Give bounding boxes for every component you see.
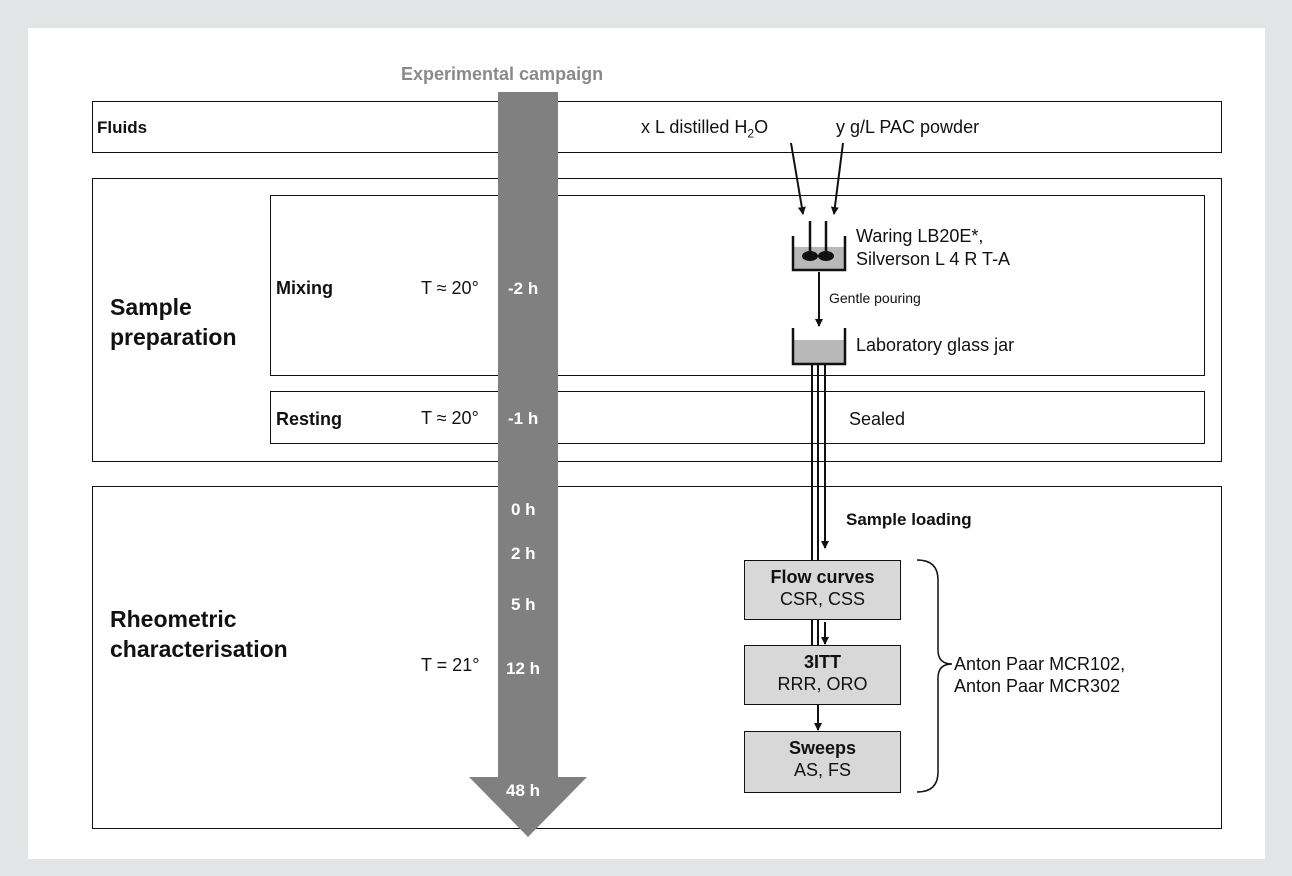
mixer-name: Waring LB20E*, Silverson L 4 R T-A — [856, 225, 1010, 271]
fluids-panel — [92, 101, 1222, 153]
mixer-vessel — [791, 221, 847, 272]
water-label: x L distilled H2O — [641, 117, 768, 141]
instrument-brace — [916, 559, 953, 793]
campaign-title: Experimental campaign — [401, 64, 604, 84]
water-label-subscript: 2 — [747, 126, 755, 141]
time-12h: 12 h — [506, 659, 541, 678]
sample-preparation-line2: preparation — [110, 324, 237, 350]
powder-arrow — [830, 142, 844, 215]
mixer-name-line1: Waring LB20E*, — [856, 226, 984, 246]
sample-loading-label: Sample loading — [846, 510, 972, 529]
water-label-suffix: O — [754, 117, 769, 137]
instrument-line1: Anton Paar MCR102, — [954, 654, 1126, 674]
resting-label: Resting — [276, 409, 343, 429]
time-0h: 0 h — [511, 500, 536, 519]
3itt-title: 3ITT — [803, 652, 841, 672]
resting-panel — [270, 391, 1205, 444]
pour-label: Gentle pouring — [829, 290, 921, 306]
mixer-name-line2: Silverson L 4 R T-A — [856, 249, 1011, 269]
mixing-time: -2 h — [508, 279, 539, 298]
3itt-box: 3ITT RRR, ORO — [744, 645, 901, 705]
flow-curves-title: Flow curves — [770, 567, 875, 587]
time-2h: 2 h — [511, 544, 536, 563]
rheometric-panel — [92, 486, 1222, 829]
3itt-sub: RRR, ORO — [777, 674, 868, 694]
sweeps-sub: AS, FS — [793, 760, 851, 780]
instrument-label: Anton Paar MCR102, Anton Paar MCR302 — [954, 653, 1125, 697]
time-5h: 5 h — [511, 595, 536, 614]
rheometric-label: Rheometric characterisation — [110, 604, 288, 664]
sweeps-title: Sweeps — [788, 738, 857, 758]
rheometric-temp: T = 21° — [421, 655, 480, 675]
flow-curves-box: Flow curves CSR, CSS — [744, 560, 901, 620]
flow-curves-sub: CSR, CSS — [779, 589, 866, 609]
glass-jar — [791, 328, 847, 366]
rheometric-line2: characterisation — [110, 636, 288, 662]
fluids-label: Fluids — [97, 118, 148, 137]
jar-label: Laboratory glass jar — [856, 335, 1015, 355]
resting-state: Sealed — [849, 409, 906, 429]
mixing-label: Mixing — [276, 278, 333, 298]
sample-preparation-line1: Sample — [110, 294, 192, 320]
mixing-temp: T ≈ 20° — [421, 278, 479, 298]
time-48h: 48 h — [506, 781, 541, 800]
sample-preparation-label: Sample preparation — [110, 292, 237, 352]
water-label-prefix: x L distilled H — [641, 117, 748, 137]
resting-temp: T ≈ 20° — [421, 408, 479, 428]
timeline-arrow — [469, 92, 587, 837]
powder-label: y g/L PAC powder — [836, 117, 980, 137]
mixing-panel — [270, 195, 1205, 376]
sweeps-box: Sweeps AS, FS — [744, 731, 901, 793]
water-arrow — [790, 142, 806, 215]
instrument-line2: Anton Paar MCR302 — [954, 676, 1121, 696]
rheometric-line1: Rheometric — [110, 606, 237, 632]
resting-time: -1 h — [508, 409, 539, 428]
